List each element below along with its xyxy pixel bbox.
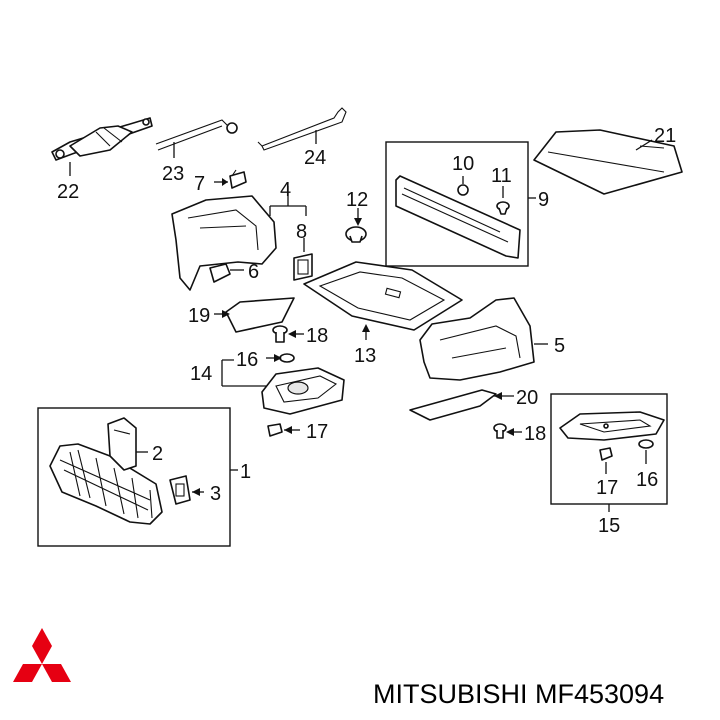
callout-11: 11 bbox=[491, 165, 512, 187]
callout-17-right: 17 bbox=[596, 477, 618, 499]
pad-20-part bbox=[409, 389, 497, 421]
plate-8-part bbox=[293, 253, 313, 281]
callout-18-lower: 18 bbox=[524, 423, 546, 445]
clip-11-part bbox=[496, 201, 510, 215]
leader-21 bbox=[635, 139, 653, 151]
clip-17-left-part bbox=[267, 423, 283, 437]
side-trim-part bbox=[171, 195, 277, 291]
leader-14 bbox=[221, 359, 266, 387]
callout-10: 10 bbox=[452, 153, 474, 175]
callout-12: 12 bbox=[346, 189, 368, 211]
callout-20: 20 bbox=[516, 387, 538, 409]
callout-17-left: 17 bbox=[306, 421, 328, 443]
arrow-13 bbox=[362, 324, 370, 332]
callout-5: 5 bbox=[554, 335, 565, 357]
arrow-3 bbox=[192, 488, 200, 496]
callout-14: 14 bbox=[190, 363, 212, 385]
clip-6-part bbox=[209, 263, 231, 283]
group-frame-9 bbox=[385, 141, 529, 267]
clip-17-right-part bbox=[599, 447, 613, 461]
callout-1: 1 bbox=[240, 461, 251, 483]
callout-16-left: 16 bbox=[236, 349, 258, 371]
callout-9: 9 bbox=[538, 189, 549, 211]
bracket-3-part bbox=[169, 475, 191, 505]
bolt-18-lower-part bbox=[493, 423, 507, 439]
clip-10-part bbox=[457, 184, 469, 196]
jack-handle-part bbox=[155, 119, 238, 151]
clip-16-right-part bbox=[638, 439, 654, 449]
wrench-part bbox=[257, 107, 347, 151]
arrow-18-upper bbox=[288, 330, 296, 338]
jack-part bbox=[51, 117, 153, 161]
callout-19: 19 bbox=[188, 305, 210, 327]
pad-19-part bbox=[225, 297, 295, 333]
panel-9-part bbox=[395, 175, 521, 259]
arrow-16-left bbox=[274, 354, 282, 362]
callout-18-upper: 18 bbox=[306, 325, 328, 347]
grommet-12-part bbox=[345, 226, 367, 243]
floor-board-part bbox=[303, 261, 463, 331]
callout-3: 3 bbox=[210, 483, 221, 505]
arrow-19 bbox=[222, 310, 230, 318]
callout-16-right: 16 bbox=[636, 469, 658, 491]
callout-15: 15 bbox=[598, 515, 620, 537]
clip-16-left-part bbox=[279, 353, 295, 363]
callout-13: 13 bbox=[354, 345, 376, 367]
arrow-12 bbox=[354, 218, 362, 226]
mitsubishi-logo-icon bbox=[13, 628, 71, 682]
callout-22: 22 bbox=[57, 181, 79, 203]
callout-4: 4 bbox=[280, 179, 291, 201]
tray-14-part bbox=[261, 367, 345, 415]
arrow-18-lower bbox=[506, 428, 514, 436]
arrow-7 bbox=[222, 178, 228, 186]
brand-part-number: MITSUBISHI MF453094 bbox=[373, 679, 664, 709]
callout-6: 6 bbox=[248, 261, 259, 283]
callout-8: 8 bbox=[296, 221, 307, 243]
arrow-17-left bbox=[284, 426, 292, 434]
bracket-2-part bbox=[107, 417, 137, 471]
callout-2: 2 bbox=[152, 443, 163, 465]
callout-24: 24 bbox=[304, 147, 326, 169]
arrow-20 bbox=[494, 392, 502, 400]
callout-7: 7 bbox=[194, 173, 205, 195]
plate-8-inner bbox=[297, 259, 309, 275]
rear-panel-1-part bbox=[49, 443, 163, 525]
leader-4 bbox=[269, 186, 307, 216]
clip-7-part bbox=[229, 169, 247, 189]
group-frame-1 bbox=[37, 407, 231, 547]
callout-23: 23 bbox=[162, 163, 184, 185]
tray-15-part bbox=[559, 411, 665, 441]
cargo-mat-part bbox=[533, 129, 683, 195]
right-trim-5-part bbox=[419, 297, 535, 381]
callout-21: 21 bbox=[654, 125, 676, 147]
bolt-18-upper-part bbox=[272, 325, 288, 343]
